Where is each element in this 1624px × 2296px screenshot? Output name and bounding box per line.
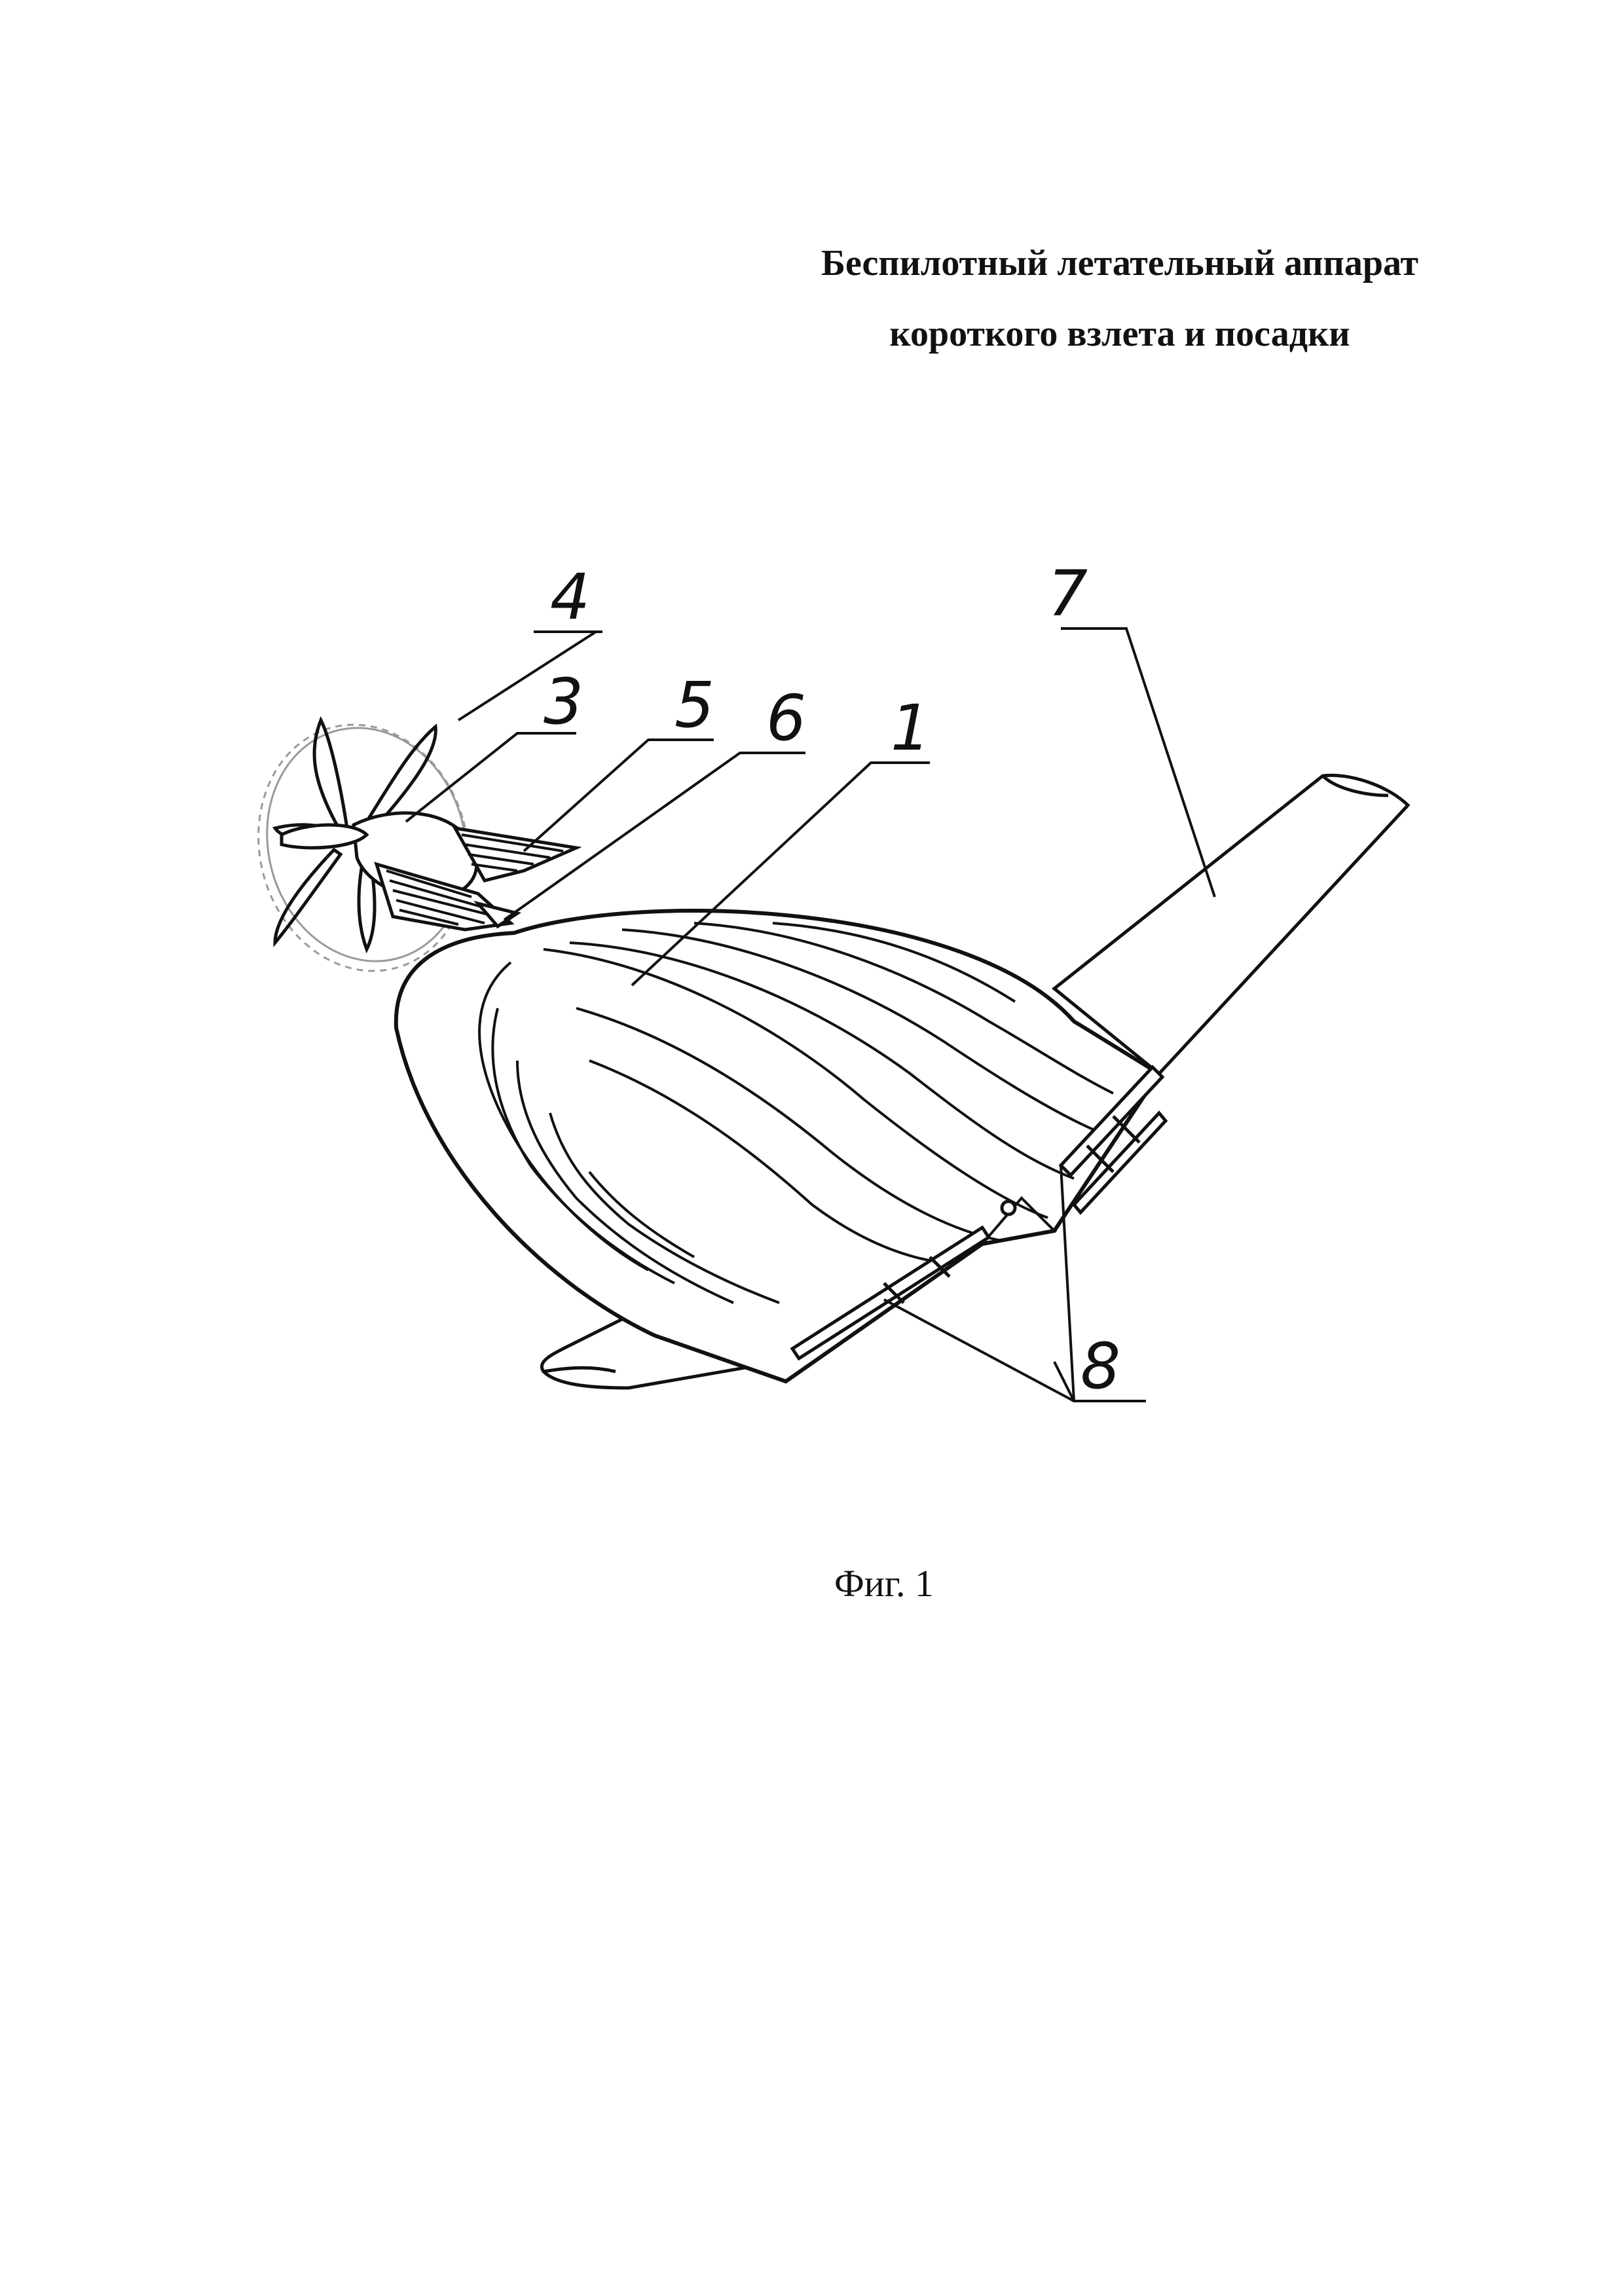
document-title-line-1: Беспилотный летательный аппарат <box>821 243 1419 283</box>
propeller-disc <box>257 723 470 972</box>
fuselage-body <box>394 909 1162 1384</box>
leader-lines <box>405 627 1216 1402</box>
document-title-line-2: короткого взлета и посадки <box>889 314 1350 354</box>
nose-fairing <box>473 900 522 929</box>
ducted-fins <box>374 826 582 932</box>
callout-5: 5 <box>674 668 714 742</box>
callout-1: 1 <box>891 691 931 765</box>
callout-7: 7 <box>1048 557 1088 630</box>
callout-4: 4 <box>550 560 590 634</box>
right-wing <box>1052 773 1411 1076</box>
callout-6: 6 <box>766 682 806 755</box>
figure-caption: Фиг. 1 <box>834 1562 934 1605</box>
callout-numbers: 4 3 5 6 1 7 8 <box>544 557 1120 1403</box>
callout-8: 8 <box>1080 1330 1120 1403</box>
flaps <box>790 1065 1168 1361</box>
callout-3: 3 <box>544 665 583 738</box>
